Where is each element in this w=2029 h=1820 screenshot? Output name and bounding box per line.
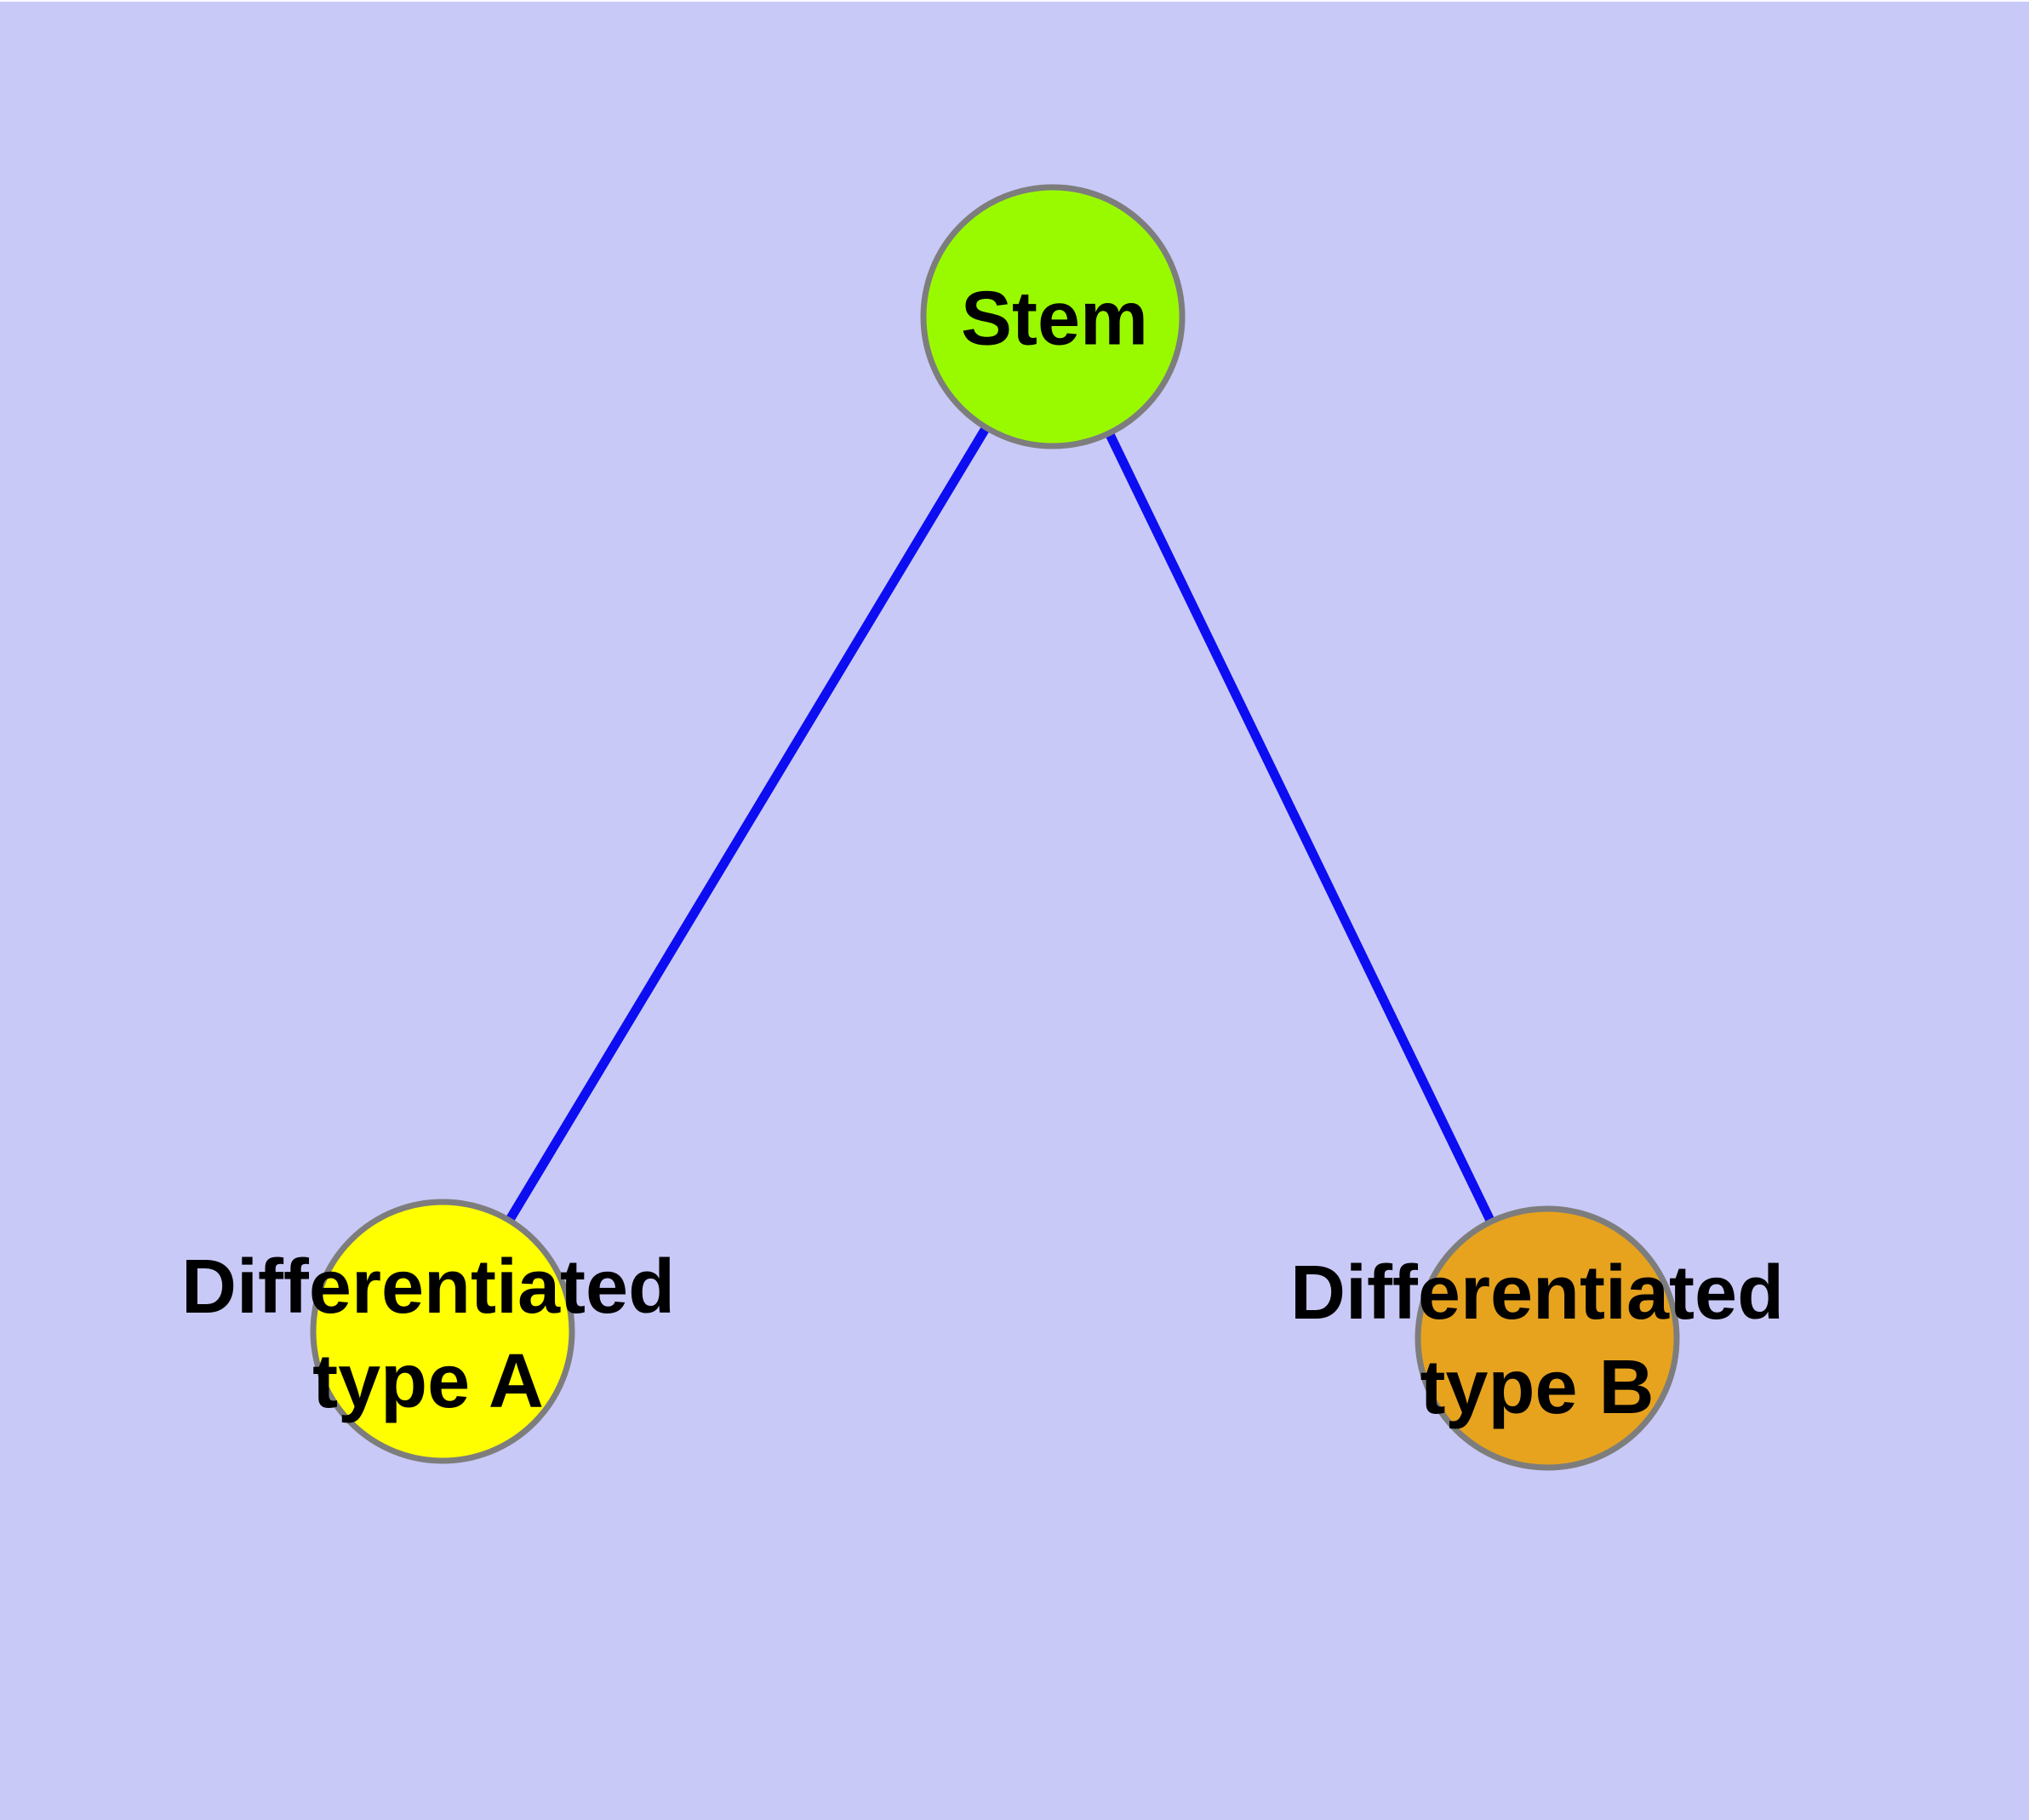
node-type-b-label-line-2: type B [1420, 1345, 1655, 1430]
node-stem-label: Stem [961, 272, 1148, 367]
node-type-b-label: Differentiated type B [1290, 1246, 1784, 1435]
node-type-b-label-line-1: Differentiated [1289, 1251, 1785, 1336]
node-type-b-circle [1415, 1205, 1680, 1471]
node-stem-label-line-1: Stem [960, 276, 1149, 362]
node-type-a-label-line-1: Differentiated [180, 1245, 676, 1330]
node-type-a-circle [310, 1199, 575, 1464]
edge-stem-to-type-a [438, 314, 1057, 1334]
edge-stem-to-type-b [1049, 314, 1552, 1341]
node-type-a-label-line-2: type A [312, 1339, 544, 1424]
node-stem-circle [920, 184, 1186, 449]
top-edge-highlight [0, 0, 2029, 2]
node-type-a-label: Differentiated type A [181, 1240, 675, 1429]
